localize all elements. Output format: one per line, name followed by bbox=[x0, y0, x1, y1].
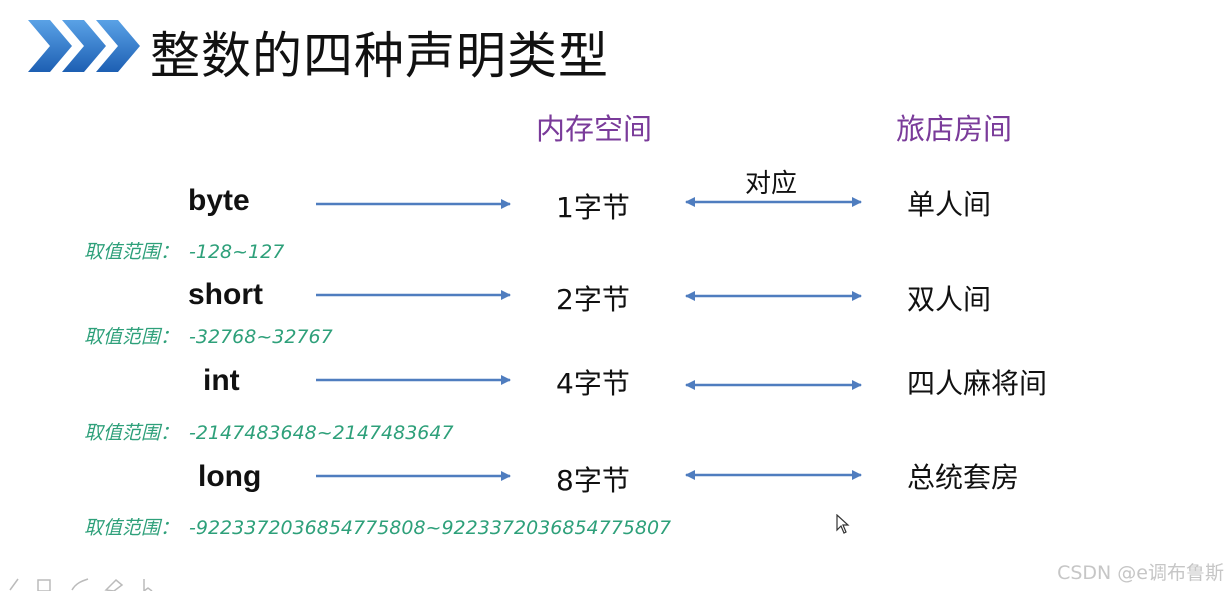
range-long: 取值范围： -9223372036854775808~92233720368547… bbox=[84, 513, 671, 540]
mouse-cursor-icon bbox=[836, 514, 850, 534]
eraser-icon[interactable] bbox=[104, 578, 124, 591]
range-int: 取值范围： -2147483648~2147483647 bbox=[84, 418, 454, 445]
type-long: long bbox=[198, 460, 262, 493]
watermark: CSDN @e调布鲁斯 bbox=[1057, 562, 1224, 584]
range-byte: 取值范围： -128~127 bbox=[84, 237, 284, 264]
range-label: 取值范围： bbox=[84, 241, 180, 263]
room-byte: 单人间 bbox=[907, 188, 992, 221]
bytes-long: 8字节 bbox=[556, 464, 630, 497]
type-byte: byte bbox=[188, 184, 250, 217]
range-label: 取值范围： bbox=[84, 517, 180, 539]
chevron-icon bbox=[28, 20, 140, 72]
presentation-toolbar[interactable] bbox=[8, 575, 168, 591]
room-int: 四人麻将间 bbox=[907, 367, 1048, 400]
range-label: 取值范围： bbox=[84, 422, 180, 444]
range-value: -9223372036854775808~9223372036854775807 bbox=[189, 517, 672, 539]
type-int: int bbox=[203, 364, 240, 397]
pen-icon[interactable] bbox=[9, 578, 19, 591]
room-long: 总统套房 bbox=[907, 461, 1020, 494]
range-value: -2147483648~2147483647 bbox=[189, 422, 454, 444]
memory-space-header: 内存空间 bbox=[536, 112, 653, 146]
range-short: 取值范围： -32768~32767 bbox=[84, 322, 333, 349]
bytes-int: 4字节 bbox=[556, 367, 630, 400]
range-value: -128~127 bbox=[189, 241, 285, 263]
brush-icon[interactable] bbox=[71, 578, 89, 591]
hotel-room-header: 旅店房间 bbox=[896, 112, 1013, 146]
bytes-byte: 1字节 bbox=[556, 191, 630, 224]
pointer-icon[interactable] bbox=[143, 579, 153, 591]
correspond-label: 对应 bbox=[745, 169, 798, 199]
page-title: 整数的四种声明类型 bbox=[150, 27, 609, 85]
type-short: short bbox=[188, 278, 263, 311]
room-short: 双人间 bbox=[907, 283, 992, 316]
bytes-short: 2字节 bbox=[556, 283, 630, 316]
range-label: 取值范围： bbox=[84, 326, 180, 348]
range-value: -32768~32767 bbox=[189, 326, 333, 348]
note-icon[interactable] bbox=[37, 579, 51, 591]
